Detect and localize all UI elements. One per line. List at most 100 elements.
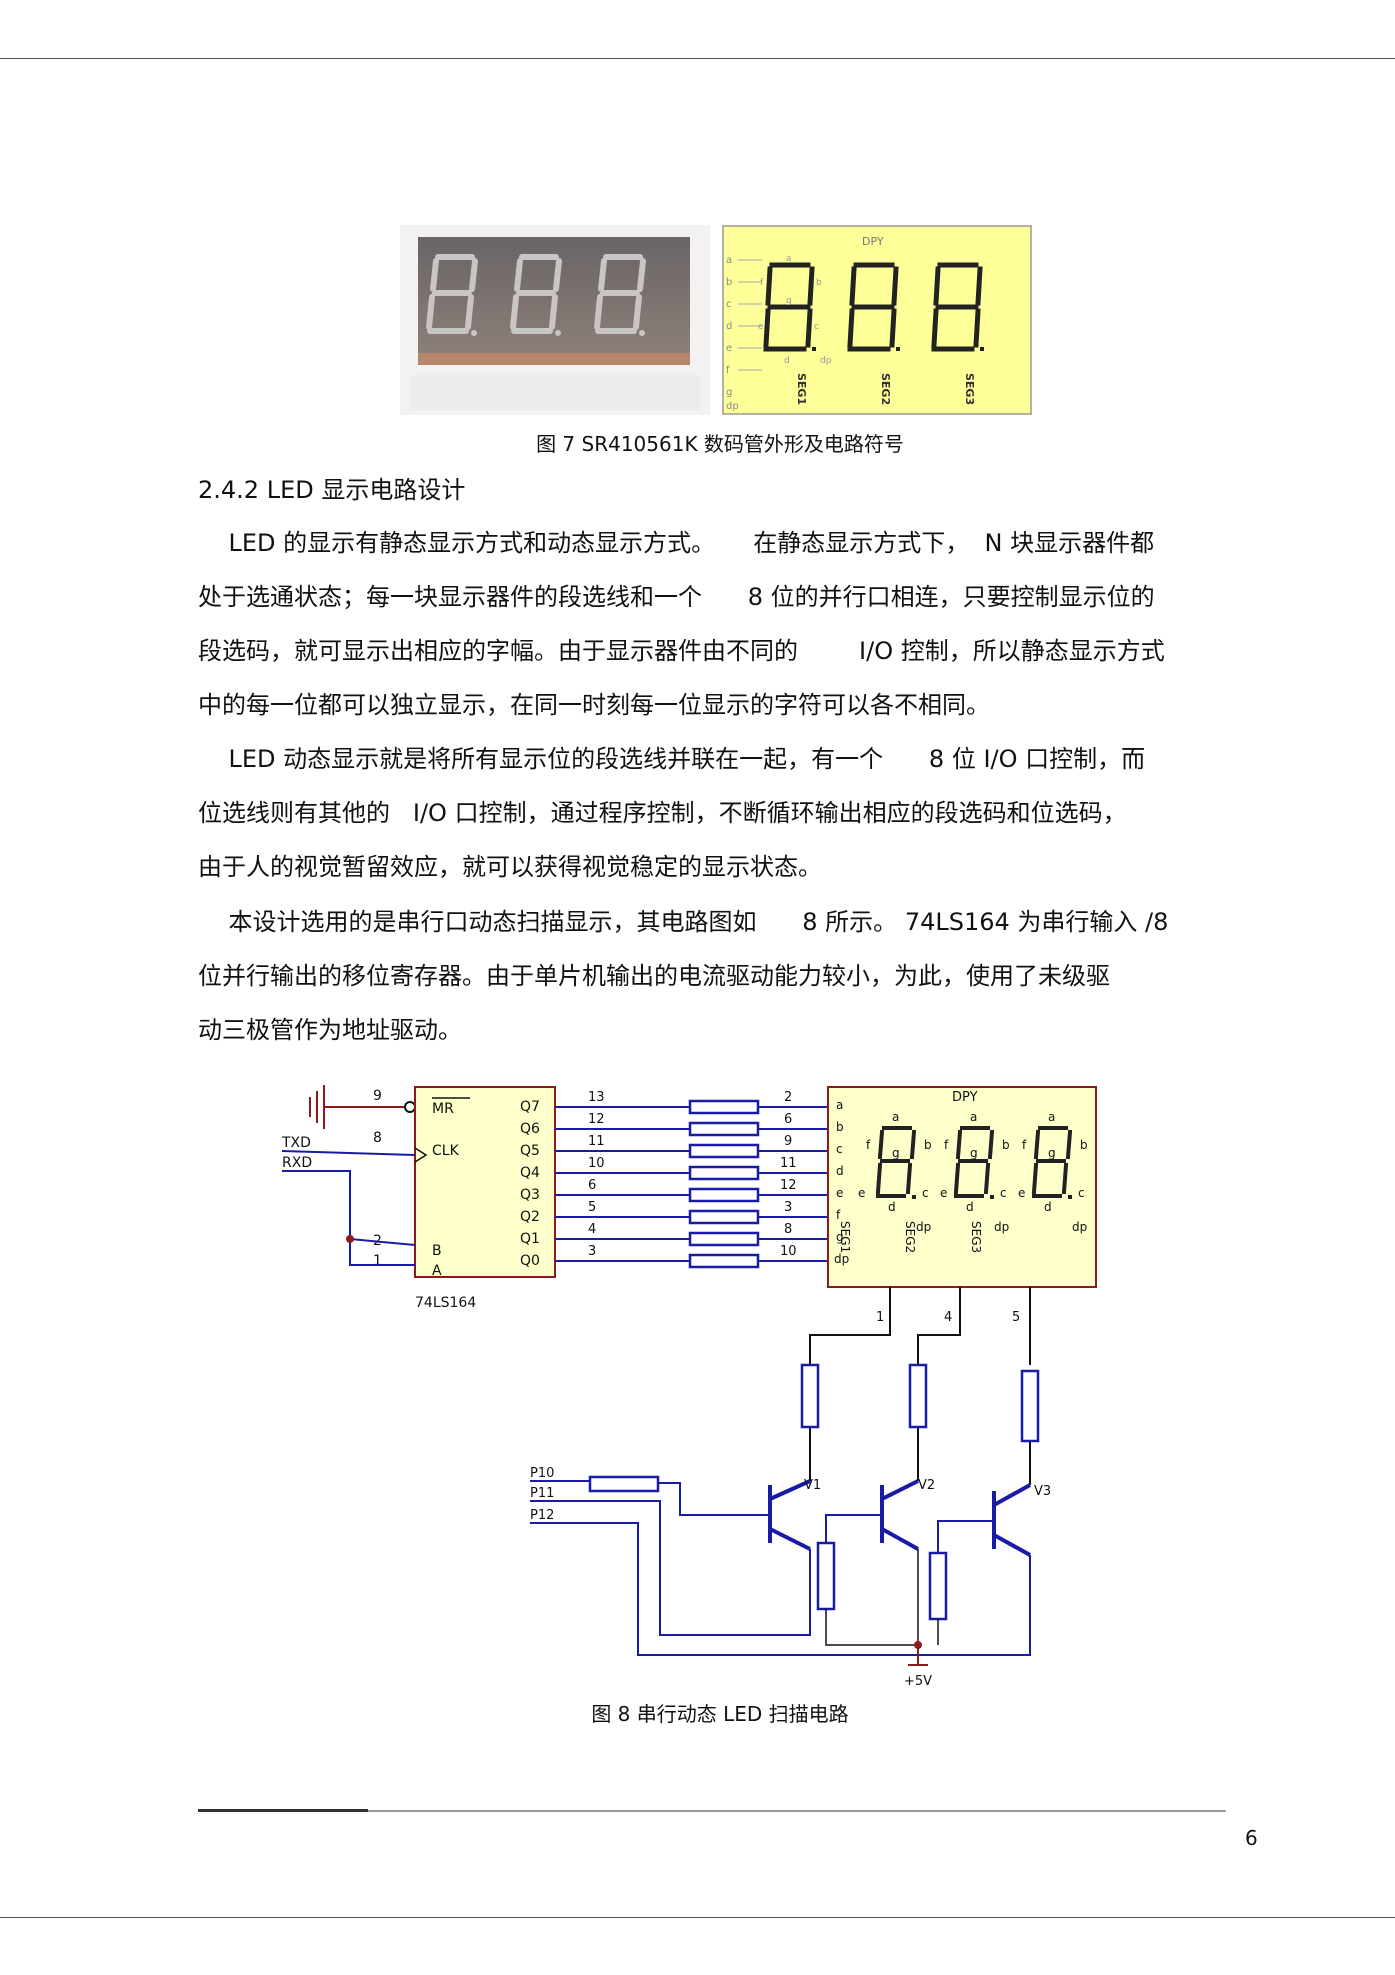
segment-label: g xyxy=(1048,1146,1056,1160)
display-pin: 11 xyxy=(780,1156,797,1171)
footer-rule-accent xyxy=(198,1809,368,1812)
top-rule xyxy=(0,58,1395,59)
pin-label: g xyxy=(726,387,732,398)
segment-input: dp xyxy=(834,1252,849,1266)
port-label: P12 xyxy=(530,1508,554,1523)
chip-output-pins: 13 12 11 10 6 5 4 3 xyxy=(588,1090,605,1259)
com-pin: 4 xyxy=(944,1310,952,1325)
transistor-label: V1 xyxy=(804,1478,821,1493)
chip-output: Q0 xyxy=(520,1253,540,1269)
display-label: DPY xyxy=(952,1090,978,1105)
chip-pin-label: CLK xyxy=(432,1143,460,1159)
segment-label: c xyxy=(1078,1186,1085,1200)
segment-input: g xyxy=(836,1230,844,1244)
output-pin: 4 xyxy=(588,1222,596,1237)
paragraph-line: LED 动态显示就是将所有显示位的段选线并联在一起，有一个 8 位 I/O 口控… xyxy=(198,745,1146,773)
segment-input: f xyxy=(836,1208,841,1222)
segment-labels-digit1: a b c d e f g dp xyxy=(758,254,832,366)
paragraph-line: 位并行输出的移位寄存器。由于单片机输出的电流驱动能力较小，为此，使用了未级驱 xyxy=(198,962,1110,990)
symbol-pin-labels: a b c d e f g dp xyxy=(726,255,739,412)
display-pin: 12 xyxy=(780,1178,797,1193)
segment-label: b xyxy=(1080,1138,1088,1152)
figure-7-caption: 图 7 SR410561K 数码管外形及电路符号 xyxy=(536,432,904,456)
segment-input: c xyxy=(836,1142,843,1156)
figure-7: DPY a b c d e f g dp a b c d e xyxy=(400,225,1040,425)
supply-label: +5V xyxy=(904,1674,932,1689)
output-pin: 12 xyxy=(588,1112,605,1127)
segment-label: d xyxy=(888,1200,896,1214)
display-pin: 3 xyxy=(784,1200,792,1215)
paragraph-line: 段选码，就可显示出相应的字幅。由于显示器件由不同的 I/O 控制，所以静态显示方… xyxy=(198,637,1165,665)
chip-output: Q4 xyxy=(520,1165,540,1181)
segment-label: d xyxy=(966,1200,974,1214)
chip-pin-num: 9 xyxy=(373,1088,382,1104)
segment-input: e xyxy=(836,1186,843,1200)
segment-label: f xyxy=(944,1138,949,1152)
segment-label: dp xyxy=(820,356,832,366)
segment-label: f xyxy=(1022,1138,1027,1152)
segment-label: a xyxy=(786,254,792,264)
chip-output: Q3 xyxy=(520,1187,540,1203)
paragraph-1: LED 的显示有静态显示方式和动态显示方式。 在静态显示方式下， N 块显示器件… xyxy=(198,516,1258,732)
pin-label: dp xyxy=(726,401,739,412)
chip-output: Q5 xyxy=(520,1143,540,1159)
segment-label: e xyxy=(940,1186,947,1200)
display-segment-inputs: a b c d e f g dp xyxy=(834,1098,849,1266)
segment-label: e xyxy=(858,1186,865,1200)
digit-com-label: SEG1 xyxy=(838,1221,852,1253)
segment-label: e xyxy=(1018,1186,1025,1200)
chip-pin-num: 1 xyxy=(373,1253,382,1269)
pin-label: f xyxy=(726,365,730,376)
segment-label: c xyxy=(922,1186,929,1200)
segment-label: g xyxy=(786,296,792,306)
segment-label: dp xyxy=(916,1220,931,1234)
segment-label: b xyxy=(1002,1138,1010,1152)
seven-segment-photo xyxy=(400,225,710,415)
segment-label: d xyxy=(784,356,790,366)
display-pin: 9 xyxy=(784,1134,792,1149)
display-pin: 2 xyxy=(784,1090,792,1105)
digit-pin-label: SEG2 xyxy=(879,373,892,405)
base-resistors xyxy=(800,1363,1040,1443)
output-pin: 3 xyxy=(588,1244,596,1259)
display-digit-com-labels: SEG1 SEG2 SEG3 xyxy=(838,1221,983,1253)
com-pin: 1 xyxy=(876,1310,884,1325)
signal-txd: TXD xyxy=(281,1135,311,1151)
pin-label: b xyxy=(726,277,732,288)
shift-register-chip xyxy=(414,1086,556,1278)
figure-8-circuit: 9 MR 8 CLK 2 B 1 A 74LS164 TXD RXD Q7 Q6… xyxy=(281,1085,1097,1689)
transistor-label: V3 xyxy=(1034,1484,1051,1499)
digit-pin-label: SEG3 xyxy=(963,373,976,405)
segment-label: a xyxy=(892,1110,899,1124)
chip-pin-label: B xyxy=(432,1243,442,1259)
pin-label: c xyxy=(726,299,732,310)
transistor-label: V2 xyxy=(918,1478,935,1493)
paragraph-line: 位选线则有其他的 I/O 口控制，通过程序控制，不断循环输出相应的段选码和位选码… xyxy=(198,799,1127,827)
section-heading: 2.4.2 LED 显示电路设计 xyxy=(198,476,466,504)
segment-label: e xyxy=(758,322,764,332)
segment-resistors xyxy=(688,1099,760,1269)
paragraph-line: 中的每一位都可以独立显示，在同一时刻每一位显示的字符可以各不相同。 xyxy=(198,691,990,719)
segment-label: dp xyxy=(994,1220,1009,1234)
bottom-rule xyxy=(0,1917,1395,1918)
pin-label: a xyxy=(726,255,732,266)
ground-icon xyxy=(309,1085,405,1129)
chip-output: Q7 xyxy=(520,1099,540,1115)
com-pin: 5 xyxy=(1012,1310,1020,1325)
chip-pin-label: A xyxy=(432,1263,442,1279)
display-input-pins: 2 6 9 11 12 3 8 10 xyxy=(780,1090,797,1259)
paragraph-line: 动三极管作为地址驱动。 xyxy=(198,1016,462,1044)
output-pin: 5 xyxy=(588,1200,596,1215)
digit-pin-label: SEG1 xyxy=(795,373,808,405)
chip-pin-label: MR xyxy=(432,1101,454,1117)
segment-input: d xyxy=(836,1164,844,1178)
paragraph-line: 本设计选用的是串行口动态扫描显示，其电路图如 8 所示。 74LS164 为串行… xyxy=(198,908,1169,936)
segment-label: dp xyxy=(1072,1220,1087,1234)
output-pin: 6 xyxy=(588,1178,596,1193)
figure-8-caption: 图 8 串行动态 LED 扫描电路 xyxy=(591,1702,849,1726)
segment-bus xyxy=(555,1106,828,1262)
segment-label: g xyxy=(892,1146,900,1160)
chip-output: Q1 xyxy=(520,1231,540,1247)
paragraph-line: 由于人的视觉暂留效应，就可以获得视觉稳定的显示状态。 xyxy=(198,853,822,881)
pin-label: e xyxy=(726,343,732,354)
